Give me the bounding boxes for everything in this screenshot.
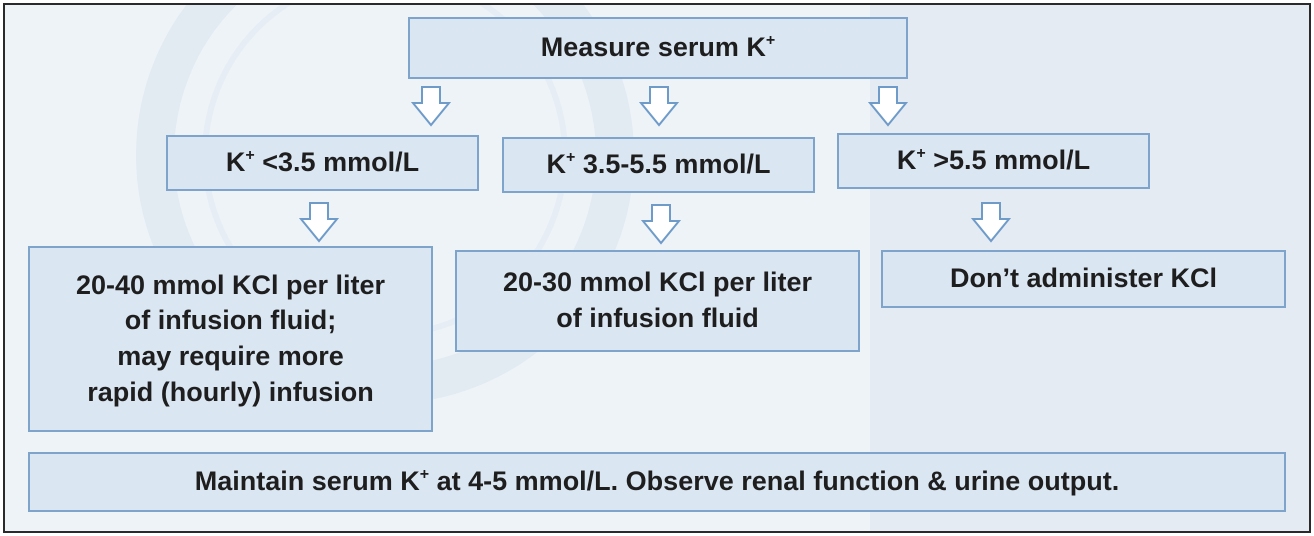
action-box-low: 20-40 mmol KCl per liter of infusion flu… (28, 246, 433, 432)
down-arrow-icon (971, 202, 1011, 243)
condition-box-low: K+ <3.5 mmol/L (166, 135, 479, 191)
measure-serum-k-box: Measure serum K+ (408, 17, 908, 79)
condition-box-high: K+ >5.5 mmol/L (837, 133, 1150, 189)
action-text-low: 20-40 mmol KCl per liter of infusion flu… (75, 269, 386, 407)
condition-box-normal: K+ 3.5-5.5 mmol/L (502, 137, 815, 193)
down-arrow-icon (641, 204, 681, 245)
measure-serum-k-label: Measure serum K+ (540, 32, 776, 63)
footer-note-text: Maintain serum K+ at 4-5 mmol/L. Observe… (194, 466, 1120, 497)
down-arrow-icon (299, 202, 339, 243)
action-text-high: Don’t administer KCl (949, 263, 1218, 294)
down-arrow-icon (411, 86, 451, 127)
condition-label-normal: K+ 3.5-5.5 mmol/L (546, 149, 771, 180)
condition-label-high: K+ >5.5 mmol/L (896, 145, 1091, 176)
action-box-normal: 20-30 mmol KCl per liter of infusion flu… (455, 250, 860, 352)
diagram-frame: Measure serum K+ K+ <3.5 mmol/L K+ 3.5-5… (3, 3, 1311, 533)
footer-note-box: Maintain serum K+ at 4-5 mmol/L. Observe… (28, 452, 1286, 512)
down-arrow-icon (868, 86, 908, 127)
condition-label-low: K+ <3.5 mmol/L (225, 147, 420, 178)
action-box-high: Don’t administer KCl (881, 250, 1286, 308)
down-arrow-icon (639, 86, 679, 127)
action-text-normal: 20-30 mmol KCl per liter of infusion flu… (502, 267, 813, 333)
